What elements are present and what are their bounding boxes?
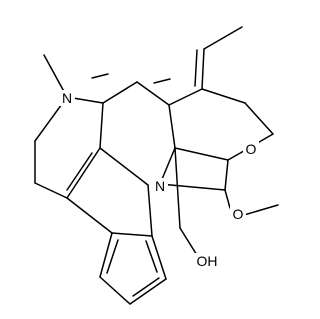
label-background (59, 90, 75, 106)
atom-label-layer: N N O O OH (59, 90, 259, 269)
bond (99, 147, 149, 186)
bond (224, 189, 231, 209)
bond-stereo-hash (153, 78, 171, 84)
bond-stereo-hash (91, 73, 109, 79)
bond (129, 278, 167, 305)
hydroxyl-label: OH (197, 253, 218, 269)
bond (111, 232, 153, 237)
bond-double-inner (66, 152, 93, 191)
bond (34, 182, 68, 199)
bond (227, 151, 243, 161)
ring-oxygen-label: O (246, 141, 257, 157)
bond (147, 184, 153, 237)
bond (99, 276, 131, 305)
bond (174, 147, 181, 229)
bond (201, 88, 246, 104)
bond (159, 183, 226, 191)
bond-double-inner (132, 277, 160, 297)
methoxy-oxygen-label: O (233, 206, 244, 222)
label-background (243, 141, 259, 157)
bond (66, 197, 113, 234)
n-indole-label: N (155, 178, 165, 194)
bond (136, 81, 170, 106)
label-background (152, 178, 168, 194)
label-background (193, 253, 221, 269)
bond (66, 147, 101, 199)
label-background (230, 206, 246, 222)
bond-double-inner (194, 49, 198, 87)
n-methyl-label: N (62, 90, 72, 106)
bond-double-inner (106, 239, 119, 274)
bond (201, 48, 205, 90)
bond (174, 147, 229, 161)
bond-layer (34, 26, 279, 305)
bond (102, 81, 138, 104)
bond (203, 26, 243, 50)
molecule-structure: N N O O OH (34, 26, 279, 305)
bond (99, 232, 113, 278)
bond (99, 102, 104, 149)
bond (151, 235, 167, 280)
bond (168, 104, 176, 149)
bond (244, 102, 274, 135)
bond (243, 204, 279, 216)
bond (168, 88, 203, 106)
bond-double-inner (145, 240, 158, 273)
bond (224, 159, 229, 191)
